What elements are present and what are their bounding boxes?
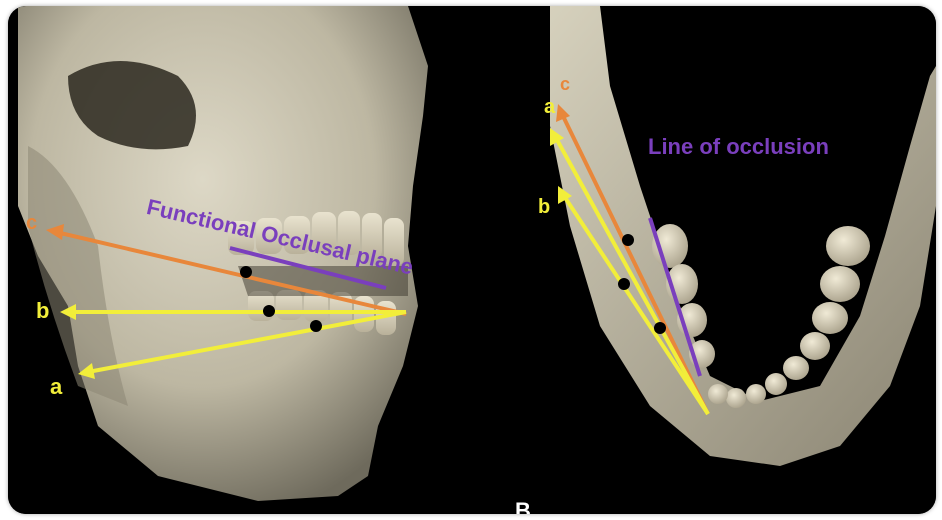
reference-dot (622, 234, 634, 246)
skull-lateral-image (8, 6, 528, 514)
figure-frame: Functional Occlusal plane c b a (8, 6, 936, 514)
mandible-occlusal-image (530, 6, 936, 514)
left-label-c: c (26, 212, 37, 235)
left-label-a: a (50, 374, 62, 400)
right-label-c: c (560, 74, 570, 95)
reference-dot (240, 266, 252, 278)
left-label-b: b (36, 298, 49, 324)
line-of-occlusion-label: Line of occlusion (648, 134, 829, 160)
reference-dot (618, 278, 630, 290)
right-label-a: a (544, 96, 555, 119)
right-label-b: b (538, 196, 550, 219)
figure-letter: B (515, 498, 531, 514)
reference-dot (310, 320, 322, 332)
reference-dot (263, 305, 275, 317)
skull-lateral-view: Functional Occlusal plane c b a (8, 6, 528, 514)
reference-dot (654, 322, 666, 334)
mandible-occlusal-view: Line of occlusion a c b (530, 6, 936, 514)
